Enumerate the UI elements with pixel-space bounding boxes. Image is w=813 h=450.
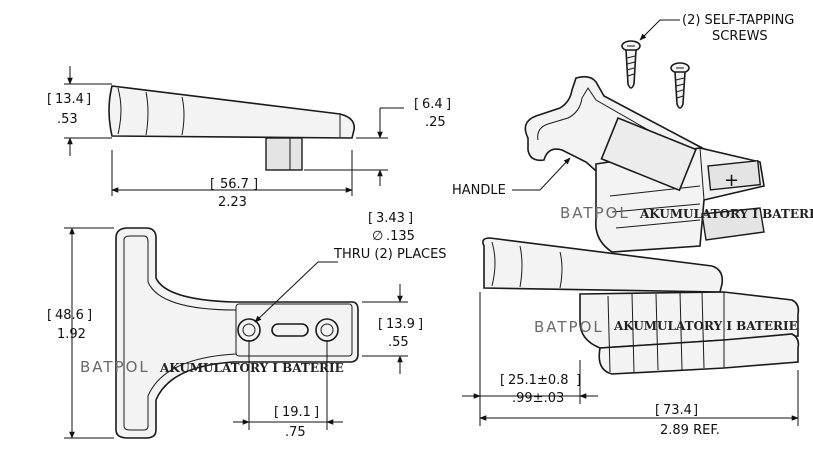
dim-plate-h-mm: 13.9 bbox=[386, 317, 415, 332]
watermark-2: BATPOL AKUMULATORY I BATERIE bbox=[560, 204, 813, 222]
screws-label-line1: (2) SELF-TAPPING bbox=[682, 13, 794, 28]
dim-hole-in: .135 bbox=[386, 229, 415, 244]
bracket-open: [ bbox=[274, 405, 279, 420]
bracket-close: ] bbox=[408, 211, 413, 226]
dim-height-mm: 13.4 bbox=[55, 92, 84, 107]
bracket-close: ] bbox=[86, 92, 91, 107]
bracket-close: ] bbox=[253, 177, 258, 192]
side-view-dimensions: [ 13.4 ] .53 [ 6.4 ] .25 [ 56.7 ] 2.23 bbox=[47, 66, 451, 210]
dim-total-h-in: 1.92 bbox=[57, 327, 86, 342]
bracket-open: [ bbox=[368, 211, 373, 226]
watermark-tagline: AKUMULATORY I BATERIE bbox=[639, 207, 813, 221]
handle-label: HANDLE bbox=[452, 183, 506, 198]
bracket-open: [ bbox=[655, 403, 660, 418]
dim-length-in: 2.23 bbox=[218, 195, 247, 210]
dim-pin-in: .25 bbox=[425, 115, 446, 130]
screws-label-line2: SCREWS bbox=[712, 29, 768, 44]
bracket-open: [ bbox=[47, 308, 52, 323]
screws: (2) SELF-TAPPING SCREWS bbox=[621, 13, 794, 109]
bracket-close: ] bbox=[693, 403, 698, 418]
dim-hole-sp-mm: 19.1 bbox=[282, 405, 311, 420]
dim-offset-in: .99±.03 bbox=[512, 391, 564, 406]
watermark-brand: BATPOL bbox=[80, 358, 150, 376]
watermark-3: BATPOL AKUMULATORY I BATERIE bbox=[534, 318, 798, 336]
watermark-brand: BATPOL bbox=[534, 318, 604, 336]
watermark-brand: BATPOL bbox=[560, 204, 630, 222]
dim-length-mm: 56.7 bbox=[220, 177, 249, 192]
dim-ref-mm: 73.4 bbox=[663, 403, 692, 418]
watermark-1: BATPOL AKUMULATORY I BATERIE bbox=[80, 358, 344, 376]
assembly-side-view bbox=[482, 237, 800, 375]
watermark-tagline: AKUMULATORY I BATERIE bbox=[159, 361, 344, 375]
thru-places-label: THRU (2) PLACES bbox=[333, 247, 447, 262]
bracket-close: ] bbox=[446, 97, 451, 112]
bracket-open: [ bbox=[414, 97, 419, 112]
watermark-tagline: AKUMULATORY I BATERIE bbox=[613, 319, 798, 333]
dim-total-h-mm: 48.6 bbox=[55, 308, 84, 323]
svg-text:+: + bbox=[724, 170, 739, 191]
dim-hole-mm: 3.43 bbox=[376, 211, 405, 226]
bracket-open: [ bbox=[500, 373, 505, 388]
bracket-open: [ bbox=[378, 317, 383, 332]
dim-ref-in: 2.89 REF. bbox=[660, 423, 720, 438]
iso-view: + bbox=[524, 75, 765, 253]
bracket-close: ] bbox=[87, 308, 92, 323]
bracket-close: ] bbox=[314, 405, 319, 420]
dia-symbol: ∅ bbox=[372, 229, 383, 244]
front-view-dimensions: [ 48.6 ] 1.92 [ 3.43 ] ∅ .135 THRU (2) P… bbox=[47, 211, 447, 440]
bracket-close: ] bbox=[418, 317, 423, 332]
assembly-dimensions: [ 25.1±0.8 ] .99±.03 [ 73.4 ] 2.89 REF. bbox=[462, 292, 799, 438]
front-view bbox=[115, 227, 359, 439]
dim-hole-sp-in: .75 bbox=[285, 425, 306, 440]
bracket-open: [ bbox=[47, 92, 52, 107]
dim-height-in: .53 bbox=[57, 112, 78, 127]
dim-plate-h-in: .55 bbox=[388, 335, 409, 350]
side-view bbox=[108, 85, 356, 171]
dim-pin-mm: 6.4 bbox=[422, 97, 443, 112]
bracket-open: [ bbox=[210, 177, 215, 192]
dim-offset-mm: 25.1±0.8 bbox=[508, 373, 569, 388]
bracket-close: ] bbox=[576, 373, 581, 388]
handle-callout: HANDLE bbox=[452, 157, 571, 198]
